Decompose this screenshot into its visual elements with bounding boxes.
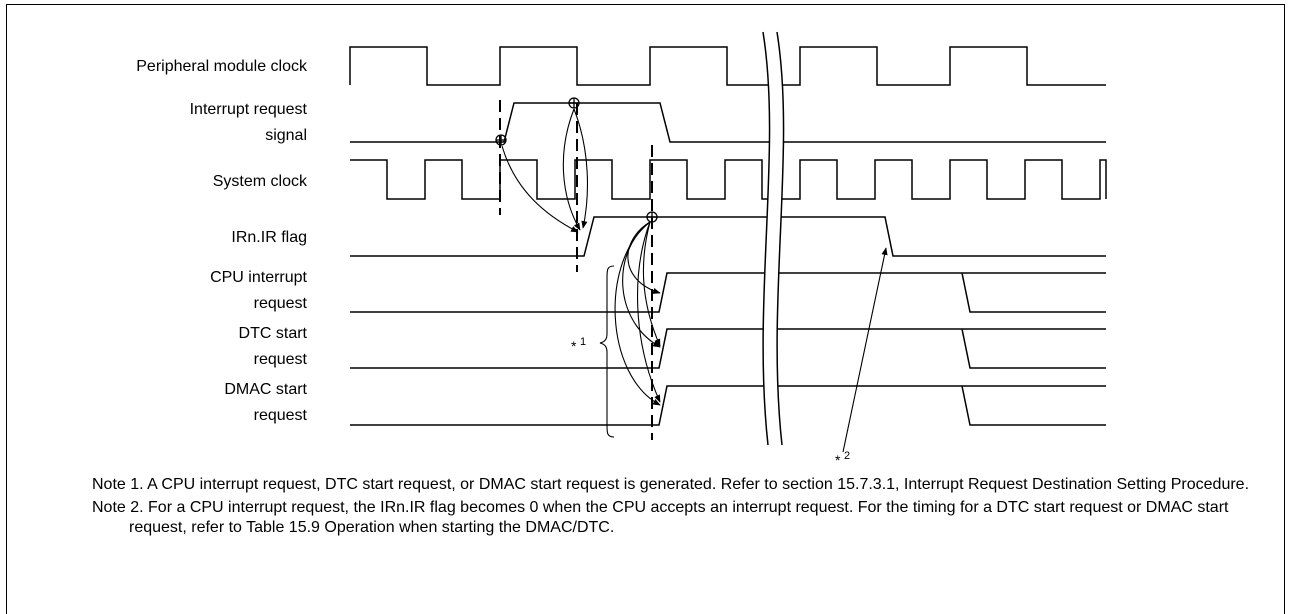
label-interrupt-request-1: Interrupt request	[190, 101, 308, 118]
arrow-to-dtc-start	[622, 221, 661, 348]
arrow-to-dmac-start	[614, 221, 661, 406]
sample-point-2	[568, 97, 580, 109]
notes-section: Note 1. A CPU interrupt request, DTC sta…	[92, 475, 1272, 541]
sample-point-3	[646, 211, 658, 223]
note1-brace	[599, 265, 615, 438]
label-interrupt-request-2: signal	[265, 127, 307, 144]
wave-cpu-interrupt	[350, 272, 1106, 313]
wave-dtc-start	[350, 328, 1106, 369]
arrow-sample2-to-irflag	[562, 108, 581, 231]
note2-pointer-arrow	[842, 247, 888, 453]
wave-cpu-interrupt-fall	[961, 272, 1106, 313]
wave-dmac-start	[350, 385, 1106, 426]
arrow-sample1-to-irflag	[501, 145, 579, 233]
label-cpu-interrupt-2: request	[254, 295, 308, 312]
note1-marker: * 1	[571, 336, 586, 354]
wave-dtc-start-fall	[961, 328, 1106, 369]
time-break-symbol	[762, 31, 785, 446]
note1-asterisk: *	[571, 338, 577, 354]
wave-peripheral-clock	[349, 46, 1106, 86]
wave-interrupt-request	[350, 102, 1106, 143]
sample-points	[495, 97, 658, 223]
note2-asterisk: *	[835, 452, 841, 468]
arrow-to-dmac-start-b	[637, 221, 661, 403]
label-dtc-start-1: DTC start	[239, 325, 308, 342]
label-dtc-start-2: request	[254, 351, 308, 368]
causal-arrows	[501, 108, 661, 406]
timing-markers	[499, 100, 653, 440]
note2-marker: * 2	[835, 450, 850, 468]
wave-system-clock	[350, 159, 1107, 200]
signal-labels: Peripheral module clock Interrupt reques…	[136, 58, 308, 424]
note-1: Note 1. A CPU interrupt request, DTC sta…	[92, 476, 1250, 493]
arrow-to-dtc-start-b	[642, 221, 661, 347]
arrow-sample2-to-irflag-b	[573, 108, 589, 229]
label-dmac-start-2: request	[254, 407, 308, 424]
arrow-to-cpu-interrupt	[627, 221, 661, 294]
note-2: Note 2. For a CPU interrupt request, the…	[92, 499, 1229, 536]
label-peripheral-clock: Peripheral module clock	[136, 58, 308, 75]
waveforms	[349, 46, 1107, 426]
label-irn-ir-flag: IRn.IR flag	[231, 229, 307, 246]
note2-number: 2	[844, 450, 850, 462]
sample-point-1	[495, 134, 507, 146]
note1-number: 1	[580, 336, 586, 348]
wave-irn-ir-flag	[350, 216, 1106, 257]
label-dmac-start-1: DMAC start	[224, 381, 307, 398]
label-system-clock: System clock	[213, 173, 308, 190]
wave-dmac-start-fall	[961, 385, 1106, 426]
figure-frame	[6, 4, 1285, 614]
label-cpu-interrupt-1: CPU interrupt	[210, 269, 307, 286]
